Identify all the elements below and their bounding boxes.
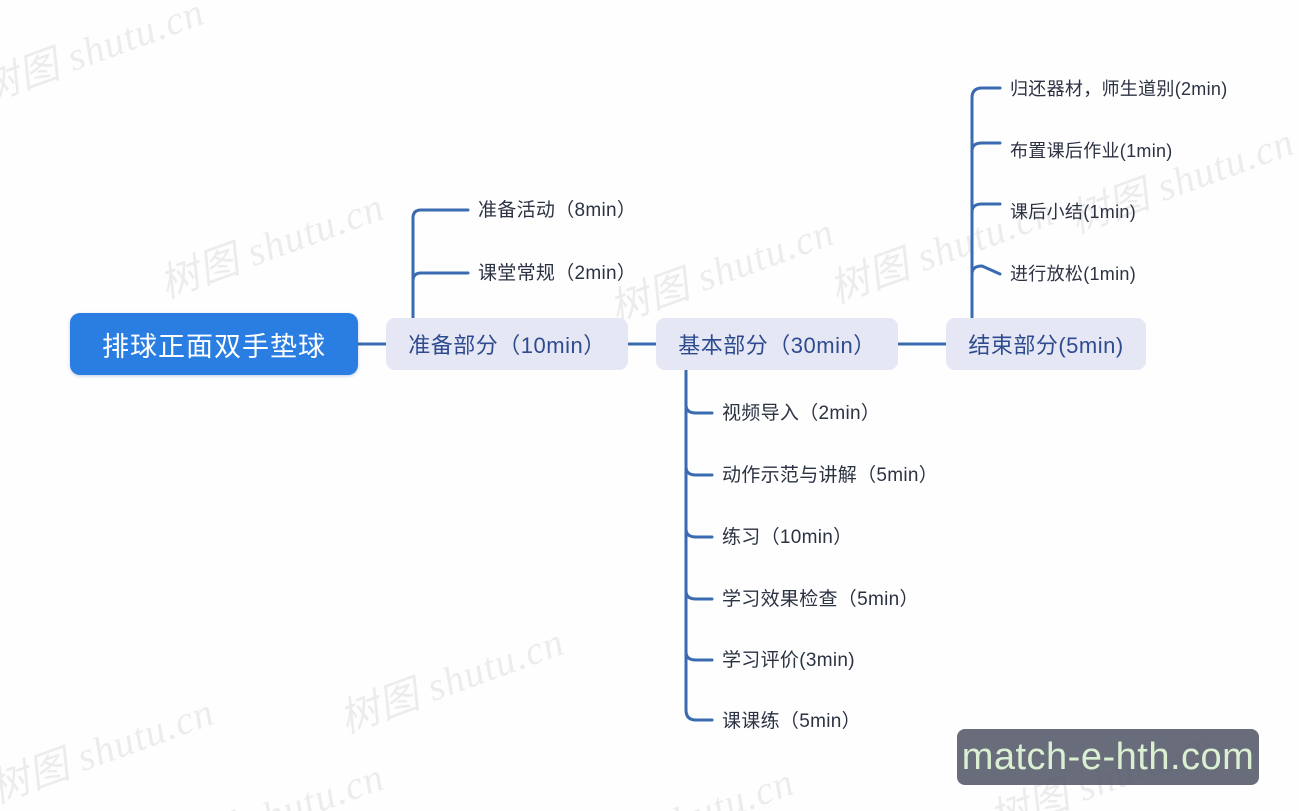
root-node[interactable]: 排球正面双手垫球 bbox=[70, 313, 358, 375]
leaf-end-return-equipment[interactable]: 归还器材，师生道别(2min) bbox=[1010, 79, 1228, 99]
link-prep-child-1 bbox=[411, 208, 470, 320]
link-end-child-2 bbox=[970, 141, 1002, 153]
link-main-child-5 bbox=[684, 650, 714, 662]
branch-node-main[interactable]: 基本部分（30min） bbox=[656, 318, 898, 370]
link-end-spine bbox=[970, 86, 1002, 320]
site-watermark-badge: match-e-hth.com bbox=[957, 729, 1259, 785]
leaf-main-demo-explain[interactable]: 动作示范与讲解（5min） bbox=[722, 465, 939, 486]
leaf-end-homework[interactable]: 布置课后作业(1min) bbox=[1010, 141, 1173, 161]
link-prep-child-2 bbox=[411, 271, 470, 320]
leaf-main-video-intro[interactable]: 视频导入（2min） bbox=[722, 403, 881, 424]
leaf-prep-routine[interactable]: 课堂常规（2min） bbox=[478, 263, 637, 284]
leaf-main-practice[interactable]: 练习（10min） bbox=[722, 527, 853, 548]
leaf-end-relaxation[interactable]: 进行放松(1min) bbox=[1010, 264, 1137, 284]
branch-node-preparation[interactable]: 准备部分（10min） bbox=[386, 318, 628, 370]
branch-node-conclusion[interactable]: 结束部分(5min) bbox=[946, 318, 1146, 370]
link-main-child-1 bbox=[684, 403, 714, 415]
link-end-child-4 bbox=[970, 264, 1002, 276]
leaf-main-class-drill[interactable]: 课课练（5min） bbox=[722, 711, 861, 732]
link-main-spine bbox=[684, 368, 714, 722]
link-main-child-4 bbox=[684, 589, 714, 601]
leaf-main-effect-check[interactable]: 学习效果检查（5min） bbox=[722, 589, 919, 610]
link-main-child-2 bbox=[684, 465, 714, 477]
link-main-child-3 bbox=[684, 527, 714, 539]
leaf-prep-warmup[interactable]: 准备活动（8min） bbox=[478, 200, 637, 221]
leaf-end-summary[interactable]: 课后小结(1min) bbox=[1010, 202, 1137, 222]
leaf-main-evaluation[interactable]: 学习评价(3min) bbox=[722, 650, 855, 671]
link-end-child-3 bbox=[970, 202, 1002, 214]
